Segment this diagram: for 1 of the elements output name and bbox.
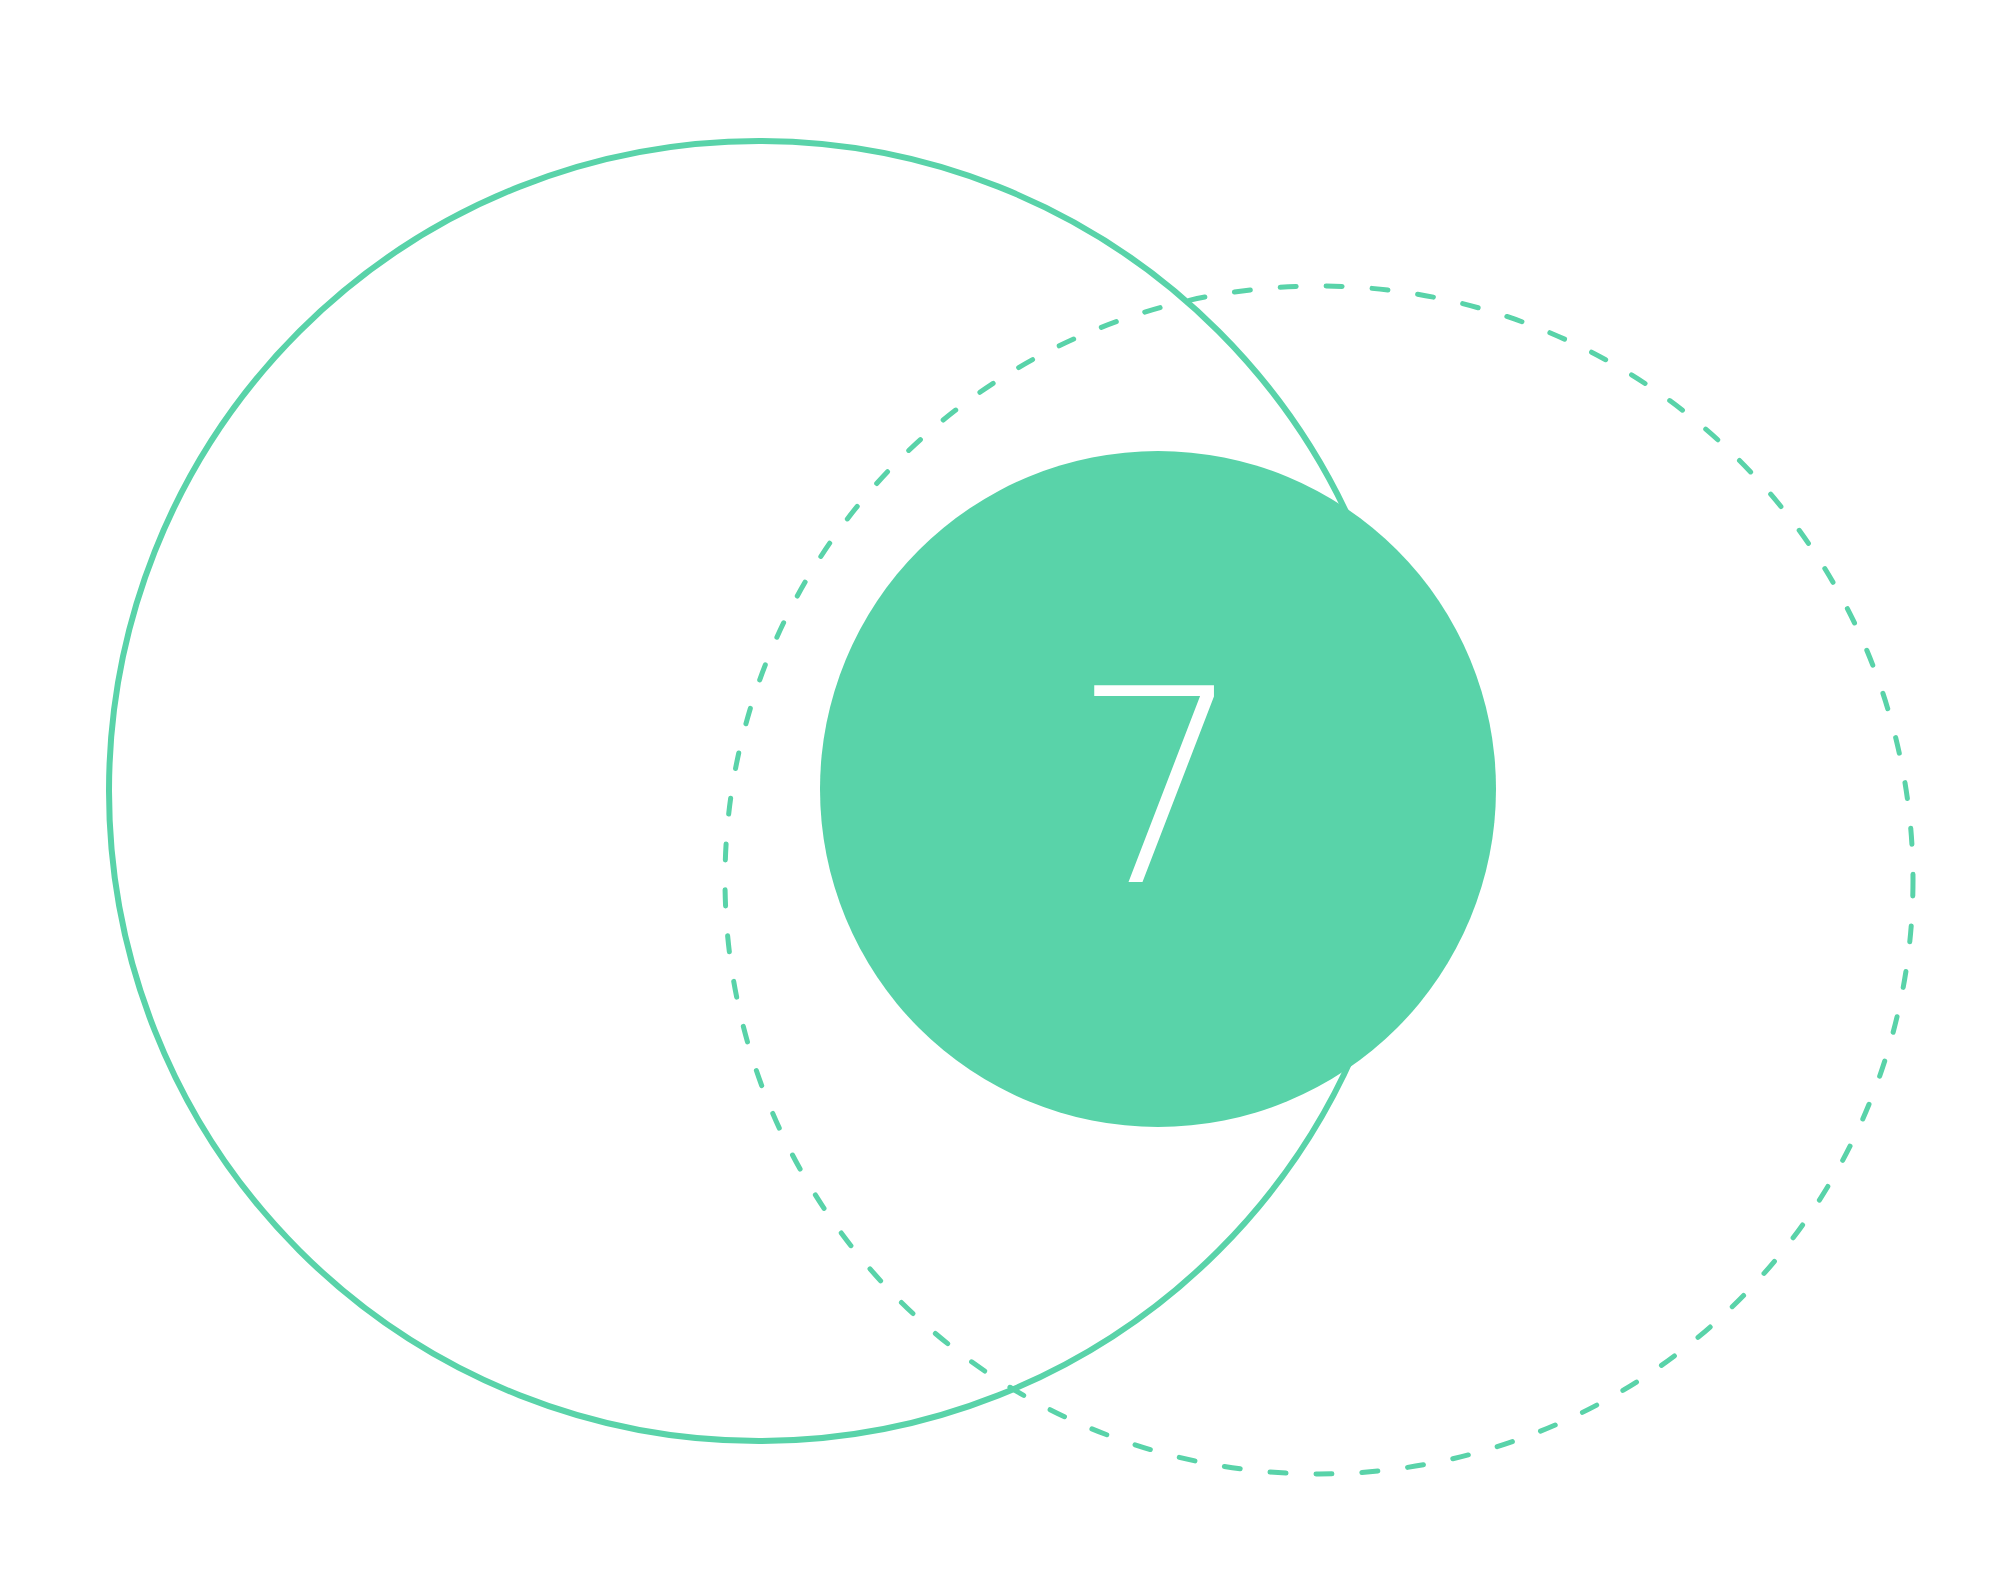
- number-label: 7: [1072, 654, 1244, 924]
